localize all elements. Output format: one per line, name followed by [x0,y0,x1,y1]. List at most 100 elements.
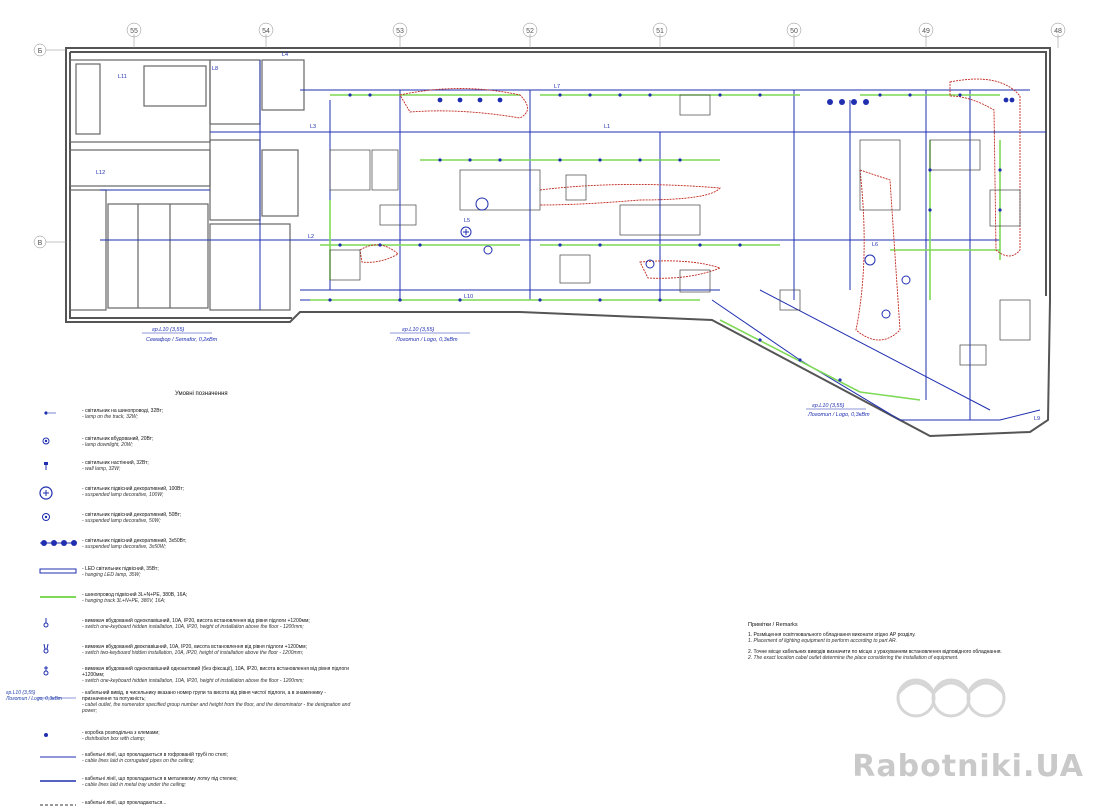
legend-text-ua: - вимикач вбудований двоклавішний, 10А, … [82,644,307,650]
legend-text-en: - switch two-keyboard hidden installatio… [82,650,304,656]
track-lamps [328,93,1002,382]
legend-text-en: - suspended lamp decorative, 100W; [82,492,164,498]
hanging-tracks [310,94,1001,401]
cable-ceiling-icon [38,752,78,764]
remarks-title: Примітки / Remarks [748,622,798,628]
axis-54: 54 [262,28,270,35]
legend-text-ua: - вимикач вбудований одноклавішний, 10А,… [82,618,310,624]
legend-text-en: - hanging LED lamp, 35W; [82,572,141,578]
grid-axes [33,22,1066,249]
furniture [329,94,1031,366]
tag-l6: L6 [872,242,878,248]
side-note-line1: гр.L10 (3,55) [6,690,36,696]
legend-text-en: - cable lines laid in metal tray under t… [82,782,186,788]
legend-text-ua: - вимикач вбудований одноклавішний одноа… [82,666,349,678]
legend-text-en: - hanging track 3L+N+PE, 380V, 16A; [82,598,166,604]
cable-tray-icon [38,776,78,788]
watermark-logo-icon [896,678,1006,718]
legend-text-ua: - світильник підвісний декоративний, 3х5… [82,538,187,544]
axis-v: В [38,240,43,247]
legend-text-ua: - шинопровод підвісний 3L+N+PE, 380В, 16… [82,592,188,598]
legend-text-en: - wall lamp, 32W; [82,466,121,472]
switch-2-icon [38,643,78,656]
pendant-50-icon [38,512,78,524]
grid-axis-labels: 55 54 53 52 51 50 49 48 Б В [38,28,1062,247]
tag-l7: L7 [554,84,560,90]
cable-other-icon [38,800,78,812]
led-lamp-icon [38,566,78,578]
watermark-text: Rabotniki.UA [852,749,1084,784]
axis-50: 50 [790,28,798,35]
callout-logo2-title: гр.L10 (3,55) [812,403,845,409]
tag-l4: L4 [282,52,288,58]
axis-48: 48 [1054,28,1062,35]
tag-l12: L12 [96,170,105,176]
service-rooms [69,59,305,311]
plan-callouts: гр.L10 (3,55) Семафор / Semafor, 0,2кВт … [142,327,870,418]
legend-text-ua: - світильник настінний, 32Вт; [82,460,149,466]
tag-l8: L8 [212,66,218,72]
tag-l1: L1 [604,124,610,130]
legend-text-en: - lamp on the track, 32W; [82,414,138,420]
tag-l3: L3 [310,124,316,130]
pendant-lamps [460,197,911,319]
box-icon [38,730,78,742]
legend-text-ua: - світильник на шинопроводі, 32Вт; [82,408,164,414]
red-circuits [359,78,1021,341]
switch-1c-icon [38,666,78,678]
cable-lines [100,60,1046,421]
legend-text-ua: - світильник підвісний декоративний, 100… [82,486,185,492]
callout-semafor-sub: Семафор / Semafor, 0,2кВт [146,337,218,343]
axis-b: Б [38,48,43,55]
axis-52: 52 [526,28,534,35]
legend-text-ua: - LED світильник підвісний, 35Вт; [82,566,159,572]
legend-text-en: - switch one-keyboard hidden installatio… [82,624,304,630]
pendant-3x50-rows [437,97,1015,105]
tag-l10: L10 [464,294,473,300]
legend-text-en: - suspended lamp decorative, 50W; [82,518,161,524]
legend-text-en: - switch one-keyboard hidden installatio… [82,678,304,684]
remark-2-ua: 2. Точне місце кабельних виводів визначи… [748,649,1002,655]
legend-text-en: - cabel outlet, the numerator specified … [82,702,351,714]
legend-text-en: - distribution box with clamp; [82,736,146,742]
callout-logo2-sub: Логотип / Logo, 0,3кВт [807,412,870,418]
legend-text-ua: - кабельний вивід, в чисельнику вказано … [82,690,326,702]
legend-text-ua: - кабельні лінії, що прокладаються в гоф… [82,752,228,758]
callout-logo1-title: гр.L10 (3,55) [402,327,435,333]
tag-l9: L9 [1034,416,1040,422]
axis-55: 55 [130,28,138,35]
building-walls [65,47,1051,438]
axis-53: 53 [396,28,404,35]
legend-text-ua: - кабельні лінії, що прокладаються в мет… [82,776,238,782]
axis-51: 51 [656,28,664,35]
tag-l11: L11 [118,74,127,80]
tag-l5: L5 [464,218,470,224]
remarks: Примітки / Remarks 1. Розміщення освітлю… [748,622,1068,661]
remark-2-en: 2. The exact location cabel outlet deter… [748,655,959,661]
side-note-line2: Логотип / Logo, 0,3кВт [6,696,62,702]
wall-lamp-icon [38,460,78,472]
legend-title: Умовні позначення [175,391,228,397]
switch-1-icon [38,618,78,630]
legend-text-ua: - світильник вбудований, 20Вт; [82,436,154,442]
track-lamp-icon [38,408,78,420]
callout-logo1-sub: Логотип / Logo, 0,3кВт [395,337,458,343]
legend-text-en: - lamp downlight, 20W; [82,442,133,448]
track-icon [38,592,78,604]
side-note: гр.L10 (3,55) Логотип / Logo, 0,3кВт [6,690,62,702]
remark-1-ua: 1. Розміщення освітлювального обладнання… [748,632,916,638]
cable-outlet-icon [38,690,78,702]
pendant-100-icon [38,486,78,500]
legend-text-en: - suspended lamp decorative, 3x50W; [82,544,166,550]
legend-text-en: - cable lines laid in corrugated pipes o… [82,758,195,764]
legend-text-ua: - кабельні лінії, що прокладаються... [82,800,167,806]
axis-49: 49 [922,28,930,35]
tag-l2: L2 [308,234,314,240]
downlight-icon [38,436,78,448]
remark-1-en: 1. Placement of lighting equipment to pe… [748,638,898,644]
group-tags: L1 L2 L3 L4 L5 L6 L7 L8 L9 L10 L11 L12 [96,52,1040,422]
callout-semafor-title: гр.L10 (3,55) [152,327,185,333]
legend-text-ua: - коробка розподільча з клемами; [82,730,160,736]
pendant-3x50-icon [38,538,78,550]
